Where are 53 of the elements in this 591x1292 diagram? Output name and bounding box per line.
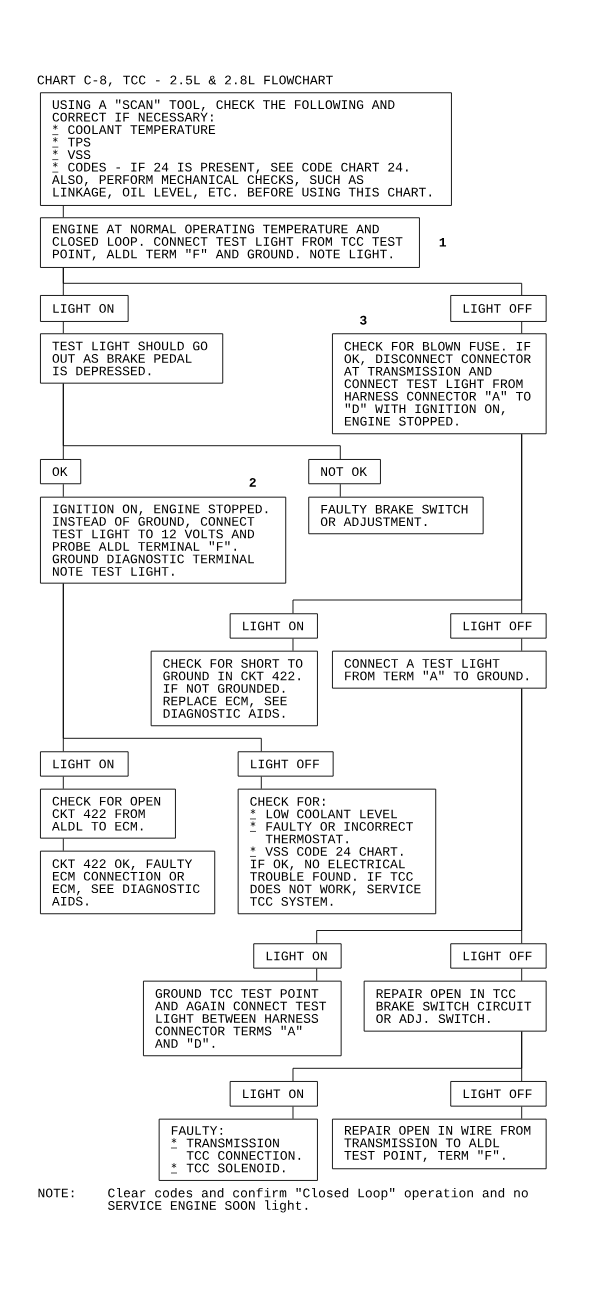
outcome-box: LIGHT ON <box>253 943 342 969</box>
connector-line <box>62 583 262 752</box>
connector-line <box>339 483 341 498</box>
note-text: Clear codes and confirm "Closed Loop" operation and no SERVICE ENGINE SOON light. <box>108 1187 528 1213</box>
connector-line <box>521 638 523 652</box>
connector-line <box>521 688 523 944</box>
callout-number: 3 <box>360 315 367 325</box>
connector-line <box>521 1106 523 1120</box>
process-box: FAULTY: TRANSMISSION TCC CONNECTION. TCC SOLENOID. <box>158 1118 318 1181</box>
process-box: FAULTY BRAKE SWITCH OR ADJUSTMENT. <box>308 496 484 535</box>
connector-line <box>62 838 64 852</box>
connector-line <box>292 1106 294 1120</box>
outcome-box: LIGHT OFF <box>237 751 334 777</box>
process-box: CKT 422 OK, FAULTY ECM CONNECTION OR ECM, SEE DIAGNOSTIC AIDS. <box>40 850 216 915</box>
connector-line <box>62 267 523 296</box>
connector-line <box>62 321 64 334</box>
process-box: GROUND TCC TEST POINT AND AGAIN CONNECT TEST LIGHT BETWEEN HARNESS CONNECTOR TERMS "A" AND "D". <box>143 980 342 1057</box>
connector-line <box>62 483 64 498</box>
connector-line <box>62 383 341 460</box>
outcome-box: LIGHT OFF <box>450 613 547 639</box>
note-label: NOTE: <box>38 1188 74 1198</box>
process-box: TEST LIGHT SHOULD GO OUT AS BRAKE PEDAL IS DEPRESSED. <box>40 333 224 384</box>
process-box: ENGINE AT NORMAL OPERATING TEMPERATURE AND CLOSED LOOP. CONNECT TEST LIGHT FROM TCC TEST POINT, ALDL TERM "F" AND GROUND. NOTE LIGHT. <box>40 217 420 268</box>
connector-line <box>62 205 64 218</box>
connector-line <box>521 321 523 334</box>
process-box: CONNECT A TEST LIGHT FROM TERM "A" TO GROUND. <box>332 650 547 689</box>
outcome-box: LIGHT ON <box>229 613 318 639</box>
connector-line <box>292 638 294 652</box>
callout-number: 2 <box>249 478 256 487</box>
connector-line <box>62 776 64 790</box>
outcome-box: LIGHT OFF <box>450 1081 547 1107</box>
outcome-box: LIGHT ON <box>40 295 129 322</box>
process-box: REPAIR OPEN IN TCC BRAKE SWITCH CIRCUIT OR ADJ. SWITCH. <box>363 980 547 1032</box>
chart-title: CHART C-8, TCC - 2.5L & 2.8L FLOWCHART <box>37 75 333 87</box>
connector-line <box>521 968 523 982</box>
process-box: IGNITION ON, ENGINE STOPPED. INSTEAD OF GROUND, CONNECT TEST LIGHT TO 12 VOLTS AND PROBE ALDL TERMINAL "F". GROUND DIAGNOSTIC TERMINAL NOTE TEST LIGHT. <box>40 496 287 584</box>
connector-line <box>260 776 262 790</box>
connector-line <box>521 1031 523 1082</box>
outcome-box: LIGHT OFF <box>450 943 547 969</box>
process-box: REPAIR OPEN IN WIRE FROM TRANSMISSION TO ALDL TEST POINT, TERM "F". <box>332 1118 547 1170</box>
outcome-box: LIGHT ON <box>229 1081 318 1107</box>
outcome-box: LIGHT OFF <box>450 295 547 322</box>
outcome-box: NOT OK <box>308 459 381 485</box>
callout-number: 1 <box>439 237 447 247</box>
outcome-box: OK <box>40 459 82 485</box>
process-box: CHECK FOR OPEN CKT 422 FROM ALDL TO ECM. <box>40 788 176 839</box>
connector-line <box>521 433 523 614</box>
process-box: CHECK FOR: LOW COOLANT LEVEL FAULTY OR INCORRECT THERMOSTAT. VSS CODE 24 CHART. IF OK, NO ELECTRICAL TROUBLE FOUND. IF TCC DOES NOT WORK, SERVICE TCC SYSTEM. <box>237 788 437 915</box>
connector-line <box>316 968 318 982</box>
outcome-box: LIGHT ON <box>40 751 129 777</box>
process-box: USING A "SCAN" TOOL, CHECK THE FOLLOWING AND CORRECT IF NECESSARY: COOLANT TEMPERATURE TPS VSS CODES - IF 24 IS PRESENT, SEE CODE CHART 24. ALSO, PERFORM MECHANICAL CHECKS, SUCH AS LINKAGE, OIL LEVEL, ETC. BEFORE USING THIS CHART. <box>40 92 452 206</box>
process-box: CHECK FOR BLOWN FUSE. IF OK, DISCONNECT CONNECTOR AT TRANSMISSION AND CONNECT TEST LIGHT FROM HARNESS CONNECTOR "A" TO "D" WITH IGNITION ON, ENGINE STOPPED. <box>332 333 547 435</box>
process-box: CHECK FOR SHORT TO GROUND IN CKT 422. IF NOT GROUNDED. REPLACE ECM, SEE DIAGNOSTIC AIDS. <box>150 650 318 727</box>
